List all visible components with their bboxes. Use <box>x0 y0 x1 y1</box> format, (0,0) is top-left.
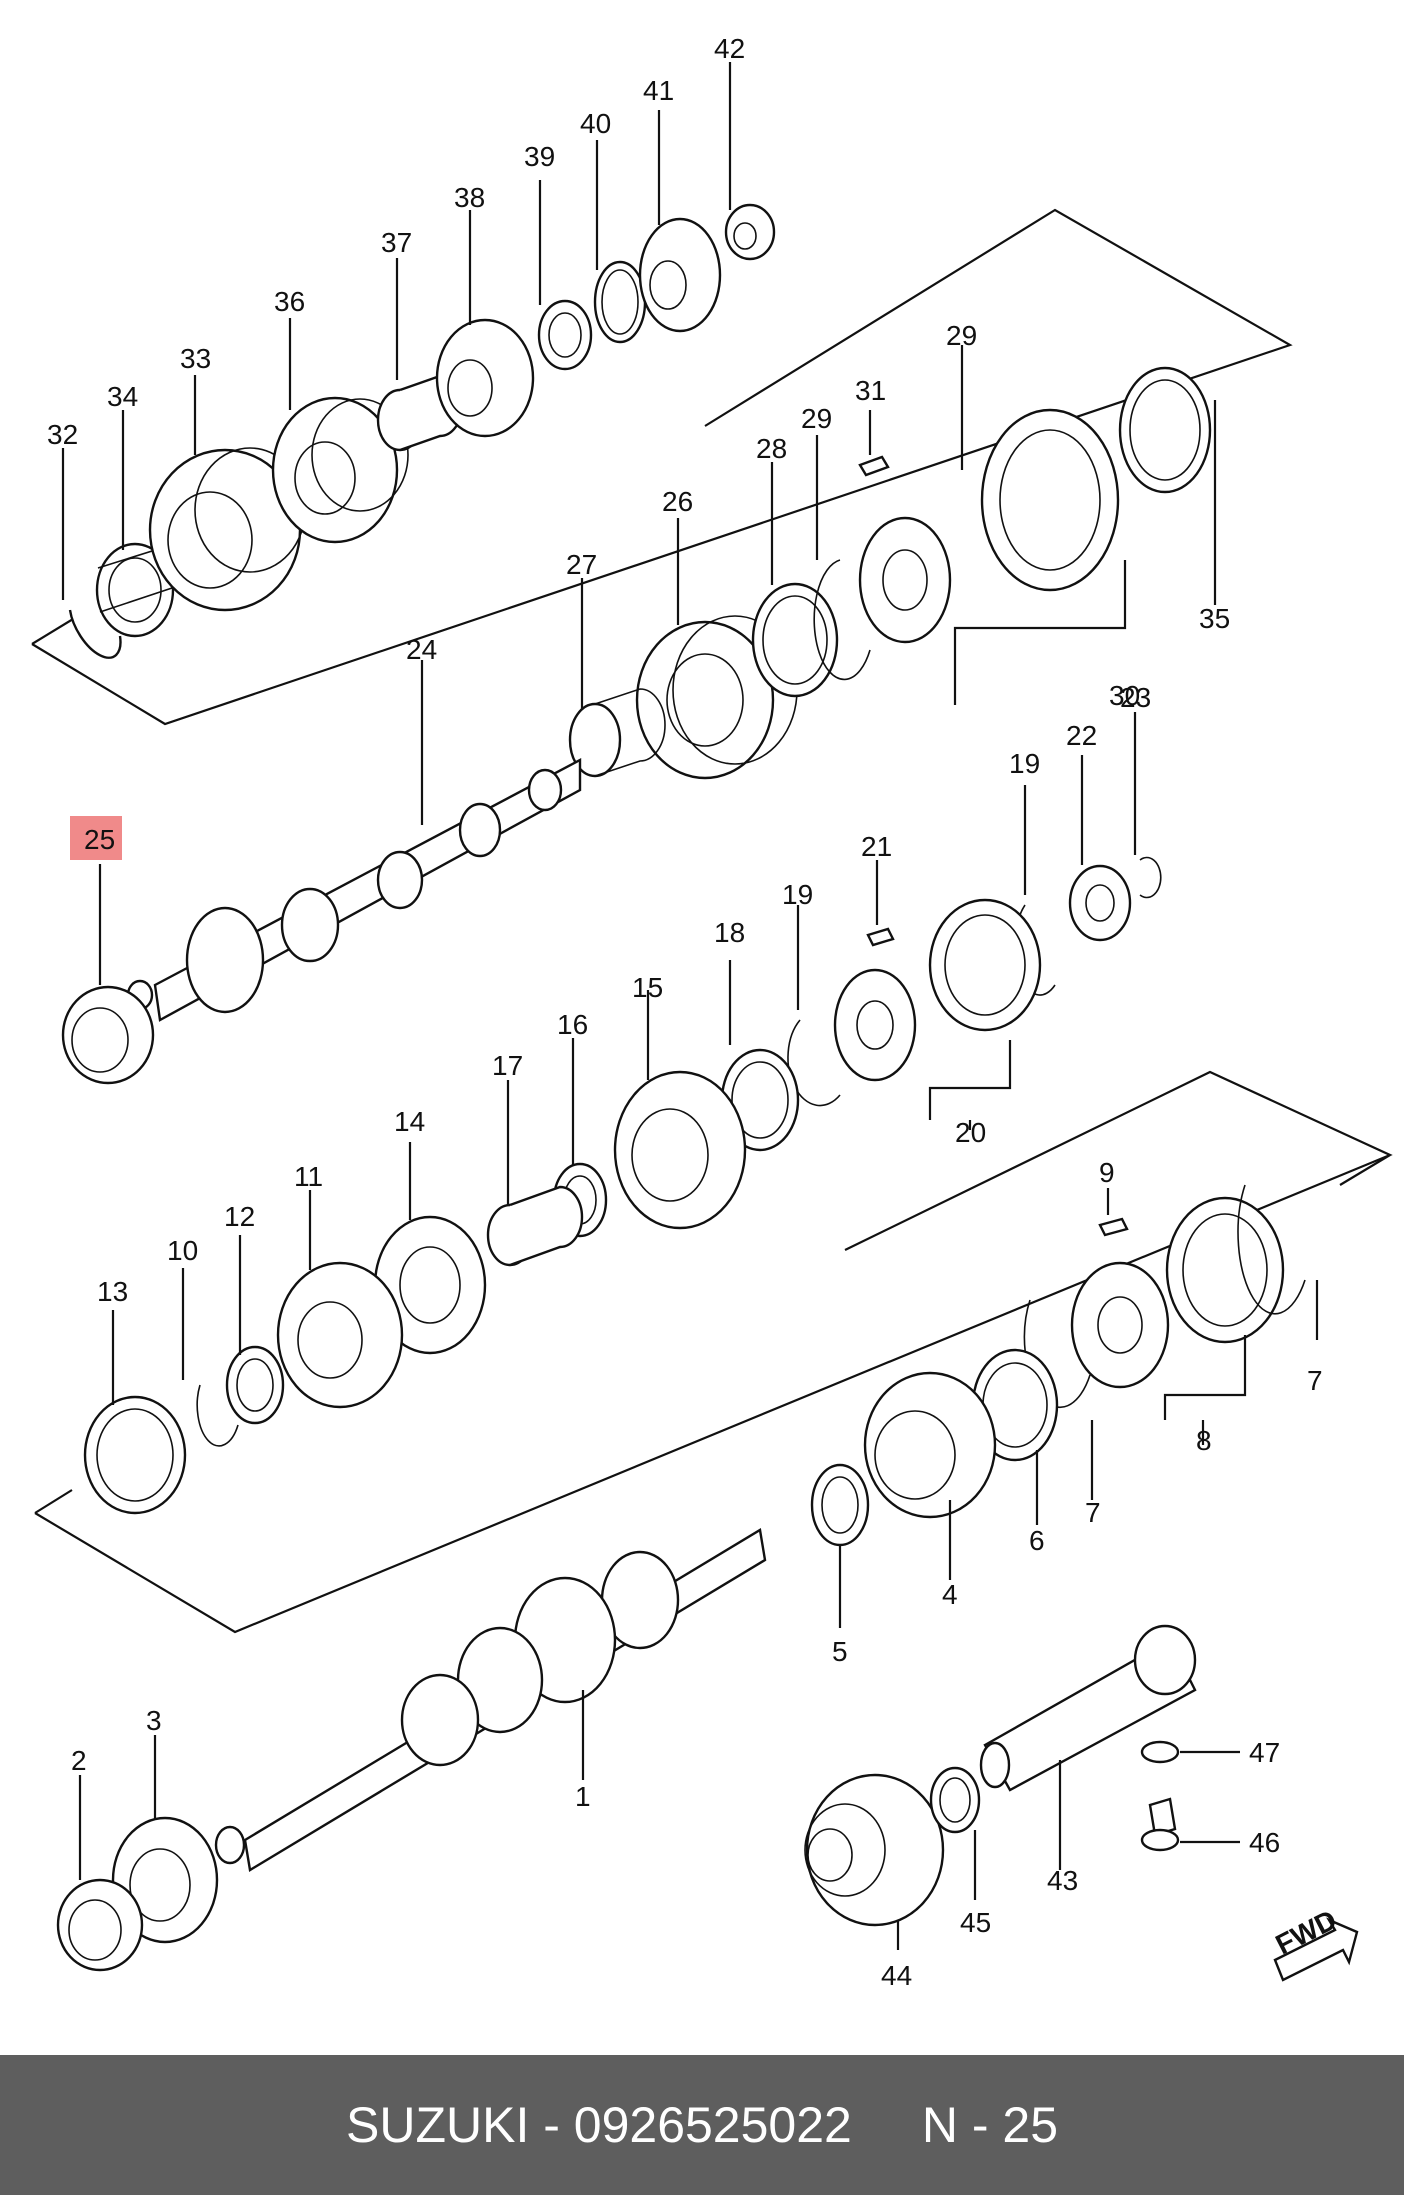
part-23-circlip <box>1139 856 1162 899</box>
callout-11: 11 <box>294 1161 323 1192</box>
callout-37: 37 <box>381 227 412 258</box>
callout-39: 39 <box>524 141 555 172</box>
part-number-footer: SUZUKI - 0926525022 N - 25 <box>0 2055 1404 2195</box>
part-22-washer <box>1068 864 1132 942</box>
callout-41: 41 <box>643 75 674 106</box>
part-47-washer <box>1140 1740 1180 1764</box>
part-38-gear <box>435 318 535 438</box>
callout-29a: 29 <box>946 320 977 351</box>
part-30-hub-sleeve <box>858 408 1120 644</box>
part-15-gear <box>613 1070 747 1230</box>
upper-group-outline <box>31 208 1293 726</box>
callout-3: 3 <box>146 1705 162 1736</box>
callout-47: 47 <box>1249 1737 1280 1768</box>
callout-22: 22 <box>1066 720 1097 751</box>
callout-labels: 42 41 40 39 38 37 36 33 34 32 29 31 29 2… <box>47 33 1323 1991</box>
part-28-synchro-ring <box>751 582 839 698</box>
callout-38: 38 <box>454 182 485 213</box>
callout-33: 33 <box>180 343 211 374</box>
part-41-gear <box>638 217 722 333</box>
part-21-key <box>866 927 895 947</box>
part-11-gear <box>276 1261 404 1409</box>
callout-36: 36 <box>274 286 305 317</box>
callout-1: 1 <box>575 1781 591 1812</box>
callout-31: 31 <box>855 375 886 406</box>
part-4-gear <box>863 1371 997 1519</box>
part-24-countershaft <box>126 758 582 1022</box>
callout-29b: 29 <box>801 403 832 434</box>
callout-45: 45 <box>960 1907 991 1938</box>
part-17-bushing <box>486 1185 584 1267</box>
exploded-parts-diagram: FWD <box>31 33 1393 1991</box>
callout-2: 2 <box>71 1745 87 1776</box>
callout-20: 20 <box>955 1117 986 1148</box>
part-10-circlip <box>196 1384 239 1447</box>
callout-25: 25 <box>84 824 115 855</box>
callout-7b: 7 <box>1085 1497 1101 1528</box>
part-25-bearing <box>61 985 155 1085</box>
callout-4: 4 <box>942 1579 958 1610</box>
callout-34: 34 <box>107 381 138 412</box>
part-2-oil-seal <box>56 1878 144 1972</box>
part-35-synchro-ring <box>1118 366 1212 494</box>
part-45-washer <box>929 1766 981 1834</box>
part-31-key <box>858 455 890 477</box>
callout-5: 5 <box>832 1636 848 1667</box>
leader-lines <box>61 62 1319 1950</box>
callout-17: 17 <box>492 1050 523 1081</box>
part-20-hub-sleeve <box>833 898 1042 1082</box>
callout-8: 8 <box>1196 1425 1212 1456</box>
callout-26: 26 <box>662 486 693 517</box>
part-8-hub-sleeve <box>1070 1196 1285 1389</box>
part-1-input-shaft <box>214 1528 767 1872</box>
callout-44: 44 <box>881 1960 912 1991</box>
part-39-needle-bearing <box>537 299 593 371</box>
highlight-box-25 <box>70 816 122 860</box>
callout-23: 23 <box>1120 682 1151 713</box>
callout-7a: 7 <box>1307 1365 1323 1396</box>
callout-40: 40 <box>580 108 611 139</box>
part-36-gear <box>271 396 409 544</box>
callout-28: 28 <box>756 433 787 464</box>
diagram-reference: N - 25 <box>921 2097 1059 2153</box>
callout-13: 13 <box>97 1276 128 1307</box>
part-13-synchro-ring <box>83 1395 187 1515</box>
callout-35: 35 <box>1199 603 1230 634</box>
part-46-bolt <box>1140 1797 1180 1852</box>
callout-19b: 19 <box>782 879 813 910</box>
callout-19a: 19 <box>1009 748 1040 779</box>
brand-part-number: SUZUKI - 0926525022 <box>345 2097 852 2153</box>
callout-43: 43 <box>1047 1865 1078 1896</box>
callout-21: 21 <box>861 831 892 862</box>
part-5-needle-bearing <box>810 1463 870 1547</box>
fwd-arrow-icon: FWD <box>1271 1904 1359 1982</box>
part-34-needle-bearing <box>95 542 175 638</box>
part-40-ring <box>593 260 647 344</box>
callout-15: 15 <box>632 972 663 1003</box>
part-9-key <box>1098 1217 1129 1237</box>
part-42-nut <box>724 203 776 261</box>
callout-16: 16 <box>557 1009 588 1040</box>
callout-12: 12 <box>224 1201 255 1232</box>
part-43-shaft <box>979 1624 1197 1792</box>
part-27-needle-bearing <box>568 688 666 778</box>
callout-6: 6 <box>1029 1525 1045 1556</box>
callout-42: 42 <box>714 33 745 64</box>
part-44-reverse-idler-gear <box>804 1773 945 1927</box>
callout-46: 46 <box>1249 1827 1280 1858</box>
callout-14: 14 <box>394 1106 425 1137</box>
callout-30: 30 <box>1109 680 1140 711</box>
callout-32: 32 <box>47 419 78 450</box>
callout-24: 24 <box>406 634 437 665</box>
part-32-circlip <box>68 609 122 659</box>
callout-9: 9 <box>1099 1157 1115 1188</box>
callout-18: 18 <box>714 917 745 948</box>
callout-10: 10 <box>167 1235 198 1266</box>
callout-27: 27 <box>566 549 597 580</box>
part-12-needle-bearing <box>225 1345 285 1425</box>
